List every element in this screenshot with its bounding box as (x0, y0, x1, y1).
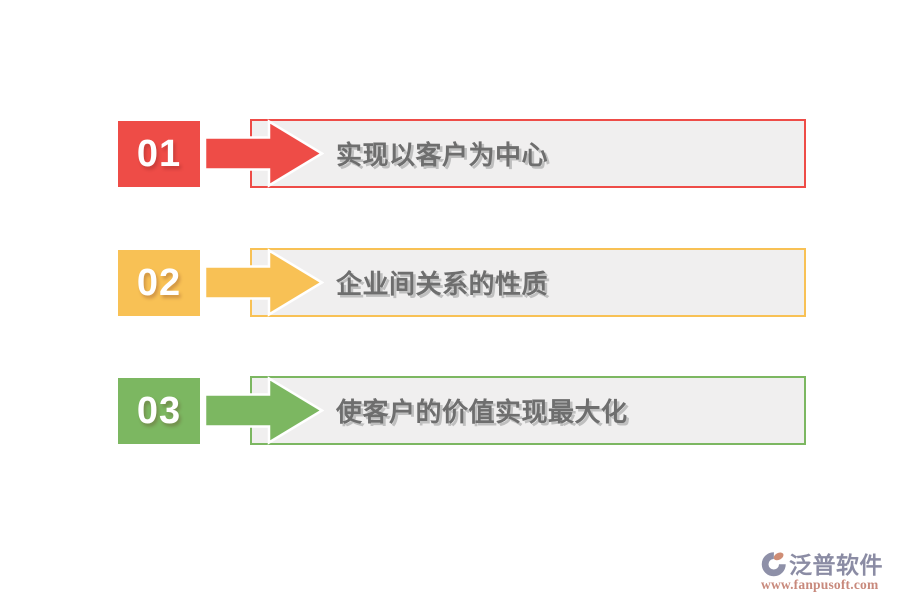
step-label-box: 实现以客户为中心 (250, 119, 806, 188)
arrow-right-icon (205, 376, 324, 445)
arrow-right-icon (205, 248, 324, 317)
arrow-right-icon (205, 119, 324, 188)
step-label-box: 使客户的价值实现最大化 (250, 376, 806, 445)
step-number-badge: 01 (118, 121, 200, 187)
process-step-3: 使客户的价值实现最大化 03 (118, 376, 806, 445)
step-number-badge: 02 (118, 250, 200, 316)
step-number-badge: 03 (118, 378, 200, 444)
watermark-brand-row: 泛普软件 (761, 546, 883, 580)
step-number: 03 (136, 389, 182, 432)
watermark-url: www.fanpusoft.com (761, 577, 879, 592)
watermark-brand: 泛普软件 (789, 552, 883, 578)
step-label-box: 企业间关系的性质 (250, 248, 806, 317)
watermark: 泛普软件 www.fanpusoft.com (761, 546, 883, 593)
step-label: 企业间关系的性质 (336, 269, 549, 299)
step-number: 02 (136, 261, 182, 304)
step-label: 使客户的价值实现最大化 (336, 397, 628, 427)
step-number: 01 (136, 132, 182, 175)
process-step-2: 企业间关系的性质 02 (118, 248, 806, 317)
process-step-1: 实现以客户为中心 01 (118, 119, 806, 188)
fanpu-logo-icon (761, 551, 786, 576)
step-label: 实现以客户为中心 (336, 140, 549, 170)
